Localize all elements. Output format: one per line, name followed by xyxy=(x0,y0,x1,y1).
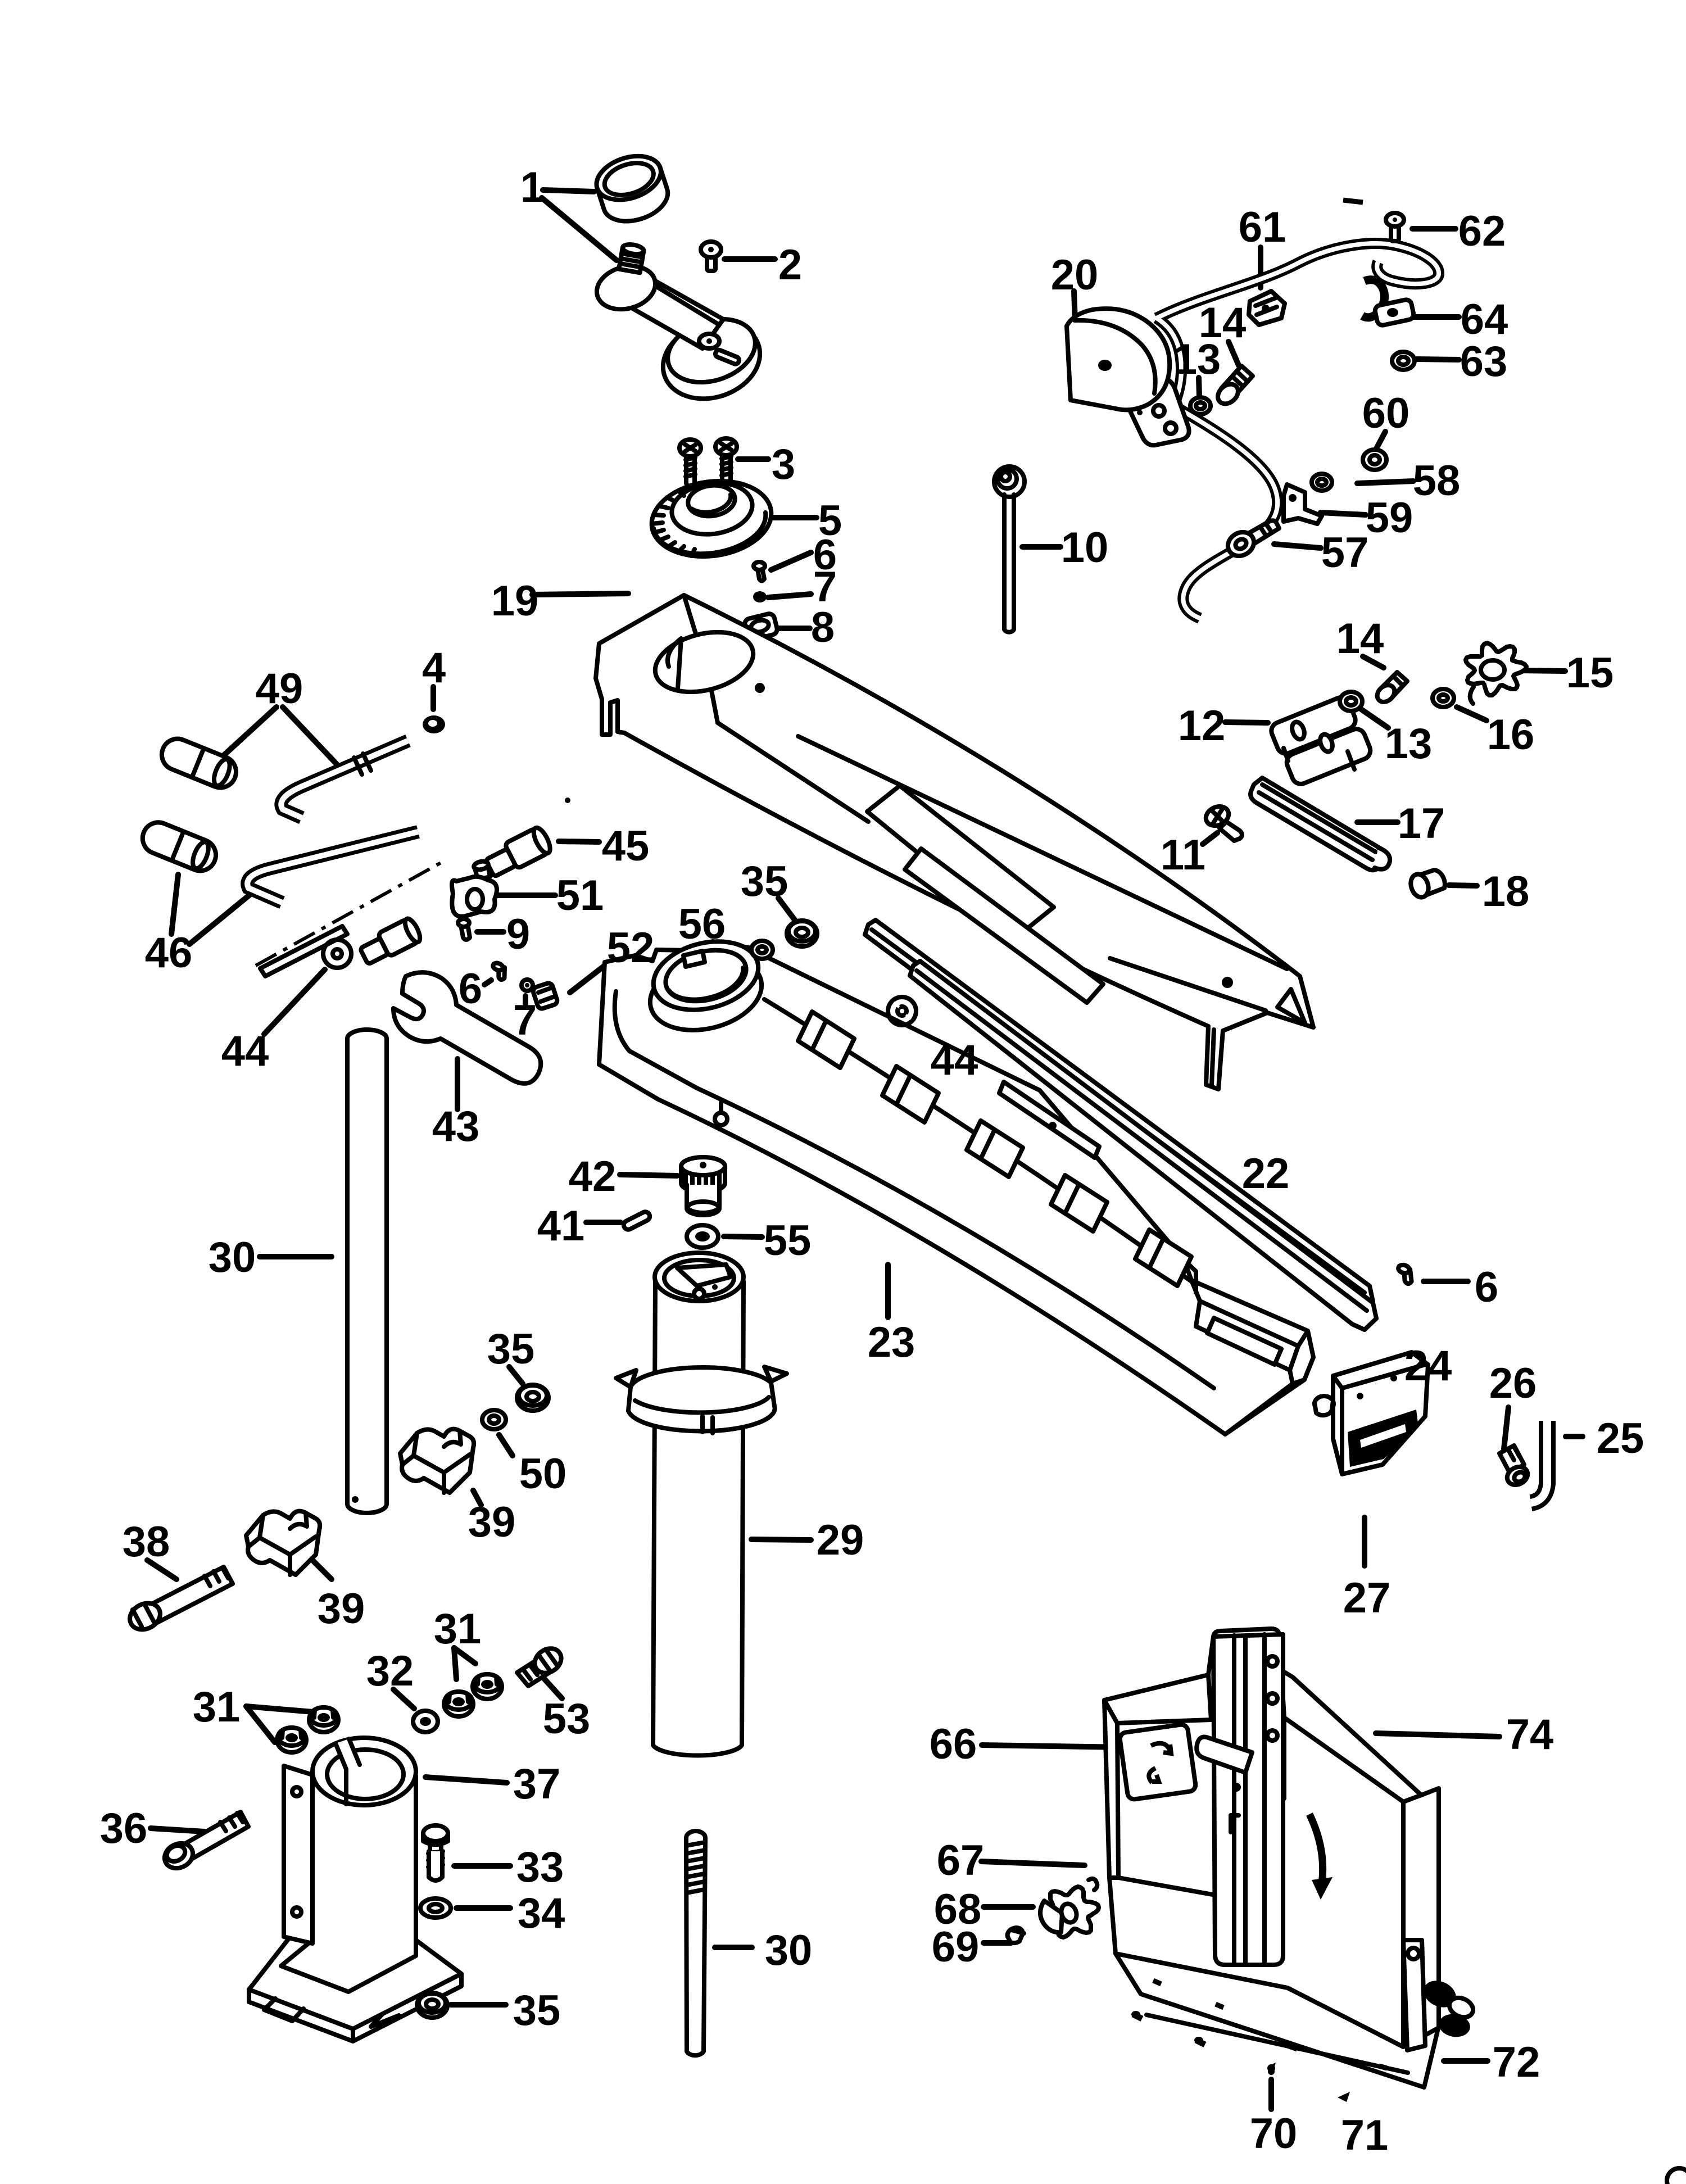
svg-text:14: 14 xyxy=(1199,299,1247,347)
svg-text:44: 44 xyxy=(931,1036,978,1084)
svg-text:64: 64 xyxy=(1461,296,1508,343)
svg-text:49: 49 xyxy=(256,665,303,713)
svg-text:39: 39 xyxy=(318,1585,365,1633)
svg-text:35: 35 xyxy=(741,858,788,905)
svg-text:59: 59 xyxy=(1366,494,1413,542)
svg-text:6: 6 xyxy=(459,965,482,1013)
svg-text:55: 55 xyxy=(764,1217,812,1265)
svg-text:36: 36 xyxy=(100,1805,148,1852)
svg-text:25: 25 xyxy=(1597,1415,1644,1462)
svg-text:9: 9 xyxy=(506,910,530,958)
svg-text:58: 58 xyxy=(1413,457,1461,505)
svg-text:12: 12 xyxy=(1178,702,1226,750)
svg-text:69: 69 xyxy=(932,1923,980,1971)
svg-text:6: 6 xyxy=(813,531,837,579)
svg-text:37: 37 xyxy=(513,1760,561,1808)
svg-text:66: 66 xyxy=(930,1720,977,1768)
svg-text:29: 29 xyxy=(817,1516,864,1564)
svg-text:63: 63 xyxy=(1460,338,1508,386)
svg-text:30: 30 xyxy=(209,1234,256,1281)
svg-text:17: 17 xyxy=(1398,800,1445,848)
svg-text:68: 68 xyxy=(934,1886,982,1933)
svg-text:57: 57 xyxy=(1321,529,1369,577)
svg-text:71: 71 xyxy=(1341,2111,1389,2159)
svg-text:35: 35 xyxy=(487,1325,535,1373)
svg-text:4: 4 xyxy=(422,644,446,692)
svg-text:50: 50 xyxy=(519,1450,567,1498)
svg-text:60: 60 xyxy=(1362,389,1410,437)
svg-text:3: 3 xyxy=(772,441,795,488)
svg-text:53: 53 xyxy=(543,1695,591,1743)
svg-text:72: 72 xyxy=(1493,2038,1540,2086)
svg-text:56: 56 xyxy=(678,900,726,948)
svg-text:44: 44 xyxy=(221,1027,269,1075)
svg-text:7: 7 xyxy=(813,563,837,611)
svg-text:14: 14 xyxy=(1336,615,1384,663)
svg-text:22: 22 xyxy=(1242,1150,1290,1198)
svg-text:61: 61 xyxy=(1239,203,1286,251)
svg-text:24: 24 xyxy=(1404,1342,1452,1390)
svg-text:26: 26 xyxy=(1489,1360,1537,1407)
svg-text:19: 19 xyxy=(491,577,539,625)
svg-text:1: 1 xyxy=(520,164,544,211)
svg-text:34: 34 xyxy=(518,1890,565,1937)
svg-text:5: 5 xyxy=(818,497,842,545)
svg-text:13: 13 xyxy=(1173,336,1221,383)
svg-text:33: 33 xyxy=(516,1843,564,1891)
svg-text:8: 8 xyxy=(811,604,835,651)
svg-text:43: 43 xyxy=(432,1103,480,1150)
svg-text:20: 20 xyxy=(1051,251,1099,299)
svg-text:16: 16 xyxy=(1487,711,1535,759)
svg-text:31: 31 xyxy=(193,1683,241,1731)
svg-text:45: 45 xyxy=(602,822,650,870)
svg-text:27: 27 xyxy=(1343,1574,1391,1622)
svg-text:67: 67 xyxy=(937,1837,985,1884)
svg-text:30: 30 xyxy=(765,1927,813,1974)
svg-text:23: 23 xyxy=(868,1318,915,1366)
svg-text:39: 39 xyxy=(468,1498,516,1546)
svg-text:32: 32 xyxy=(366,1647,414,1695)
svg-text:7: 7 xyxy=(513,996,537,1044)
svg-text:35: 35 xyxy=(513,1987,561,2035)
svg-text:51: 51 xyxy=(556,872,604,919)
svg-text:41: 41 xyxy=(537,1202,585,1250)
svg-text:18: 18 xyxy=(1482,868,1530,916)
svg-text:42: 42 xyxy=(569,1153,617,1200)
svg-text:13: 13 xyxy=(1385,720,1433,768)
svg-text:52: 52 xyxy=(607,924,655,972)
svg-text:70: 70 xyxy=(1250,2110,1298,2158)
svg-text:6: 6 xyxy=(1475,1263,1498,1311)
svg-text:15: 15 xyxy=(1566,649,1614,697)
svg-text:10: 10 xyxy=(1061,524,1109,572)
svg-text:62: 62 xyxy=(1458,207,1506,255)
svg-text:31: 31 xyxy=(434,1605,482,1653)
svg-text:38: 38 xyxy=(123,1518,170,1566)
svg-text:2: 2 xyxy=(778,241,802,289)
svg-text:11: 11 xyxy=(1161,831,1205,879)
svg-text:46: 46 xyxy=(145,929,193,977)
svg-text:74: 74 xyxy=(1506,1711,1554,1759)
